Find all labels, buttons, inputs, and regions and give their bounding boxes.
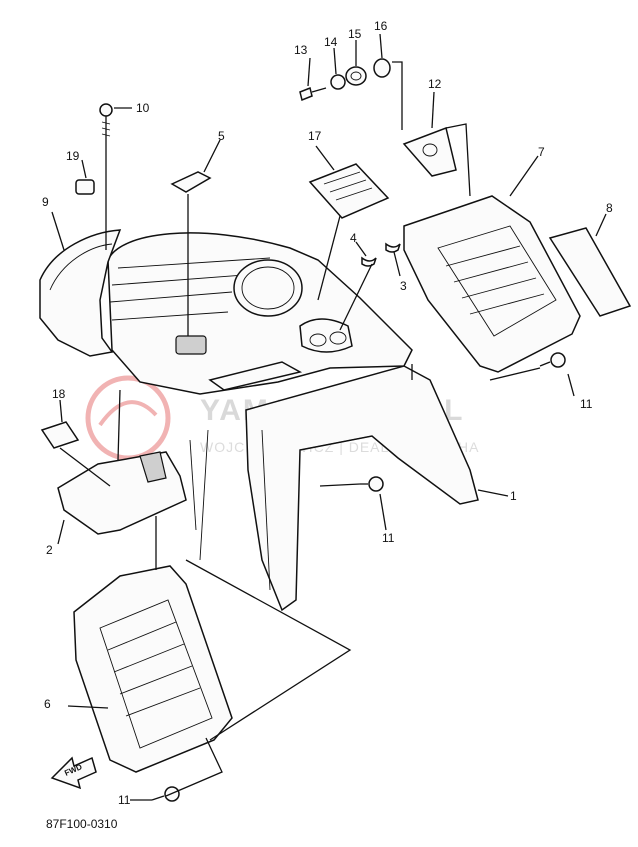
part-6-vent-lower	[73, 565, 233, 773]
callout-13: 13	[294, 43, 308, 57]
part-8-strip	[548, 227, 632, 317]
callout-6: 6	[44, 697, 51, 711]
part-4-clip	[361, 256, 377, 267]
callout-7: 7	[538, 145, 545, 159]
callout-12: 12	[428, 77, 442, 91]
part-13-bolt	[299, 86, 327, 102]
part-18-label	[40, 421, 80, 449]
part-19-pad	[75, 179, 95, 195]
fwd-arrow: FWD	[50, 756, 97, 790]
callout-9: 9	[42, 195, 49, 209]
part-3-clip	[385, 242, 401, 253]
callout-5: 5	[218, 129, 225, 143]
part-14-washer	[330, 74, 346, 90]
callout-3: 3	[400, 279, 407, 293]
part-11-bolt-center	[360, 476, 384, 492]
part-12-bracket	[402, 126, 457, 177]
callout-11-bottom: 11	[118, 793, 131, 807]
part-17-decal	[308, 163, 390, 219]
part-10-screw	[99, 103, 113, 140]
callout-1: 1	[510, 489, 517, 503]
callout-15: 15	[348, 27, 362, 41]
callout-2: 2	[46, 543, 53, 557]
callout-16: 16	[374, 19, 388, 33]
drawing-code: 87F100-0310	[46, 817, 118, 831]
callout-11-center: 11	[382, 531, 395, 545]
callout-8: 8	[606, 201, 613, 215]
callout-10: 10	[136, 101, 150, 115]
callout-11-right: 11	[580, 397, 593, 411]
cowling-main-body	[107, 232, 479, 612]
part-7-vent-right	[403, 195, 581, 373]
part-15-grommet	[345, 66, 367, 86]
part-2-panel	[57, 451, 187, 535]
leader-lines	[51, 33, 607, 801]
callout-14: 14	[324, 35, 338, 49]
part-11-bolt-bottom	[151, 786, 180, 802]
part-9-side-cover	[39, 229, 122, 357]
callouts: 1 2 3 4 5 6 7 8 9 10 11 11 11 12 13 14 1…	[42, 19, 613, 807]
part-5-clip	[170, 171, 212, 193]
part-11-bolt-right	[539, 352, 566, 368]
callout-17: 17	[308, 129, 322, 143]
part-16-collar	[373, 58, 391, 78]
callout-18: 18	[52, 387, 66, 401]
watermark-logo	[85, 375, 171, 461]
callout-19: 19	[66, 149, 80, 163]
callout-4: 4	[350, 231, 357, 245]
